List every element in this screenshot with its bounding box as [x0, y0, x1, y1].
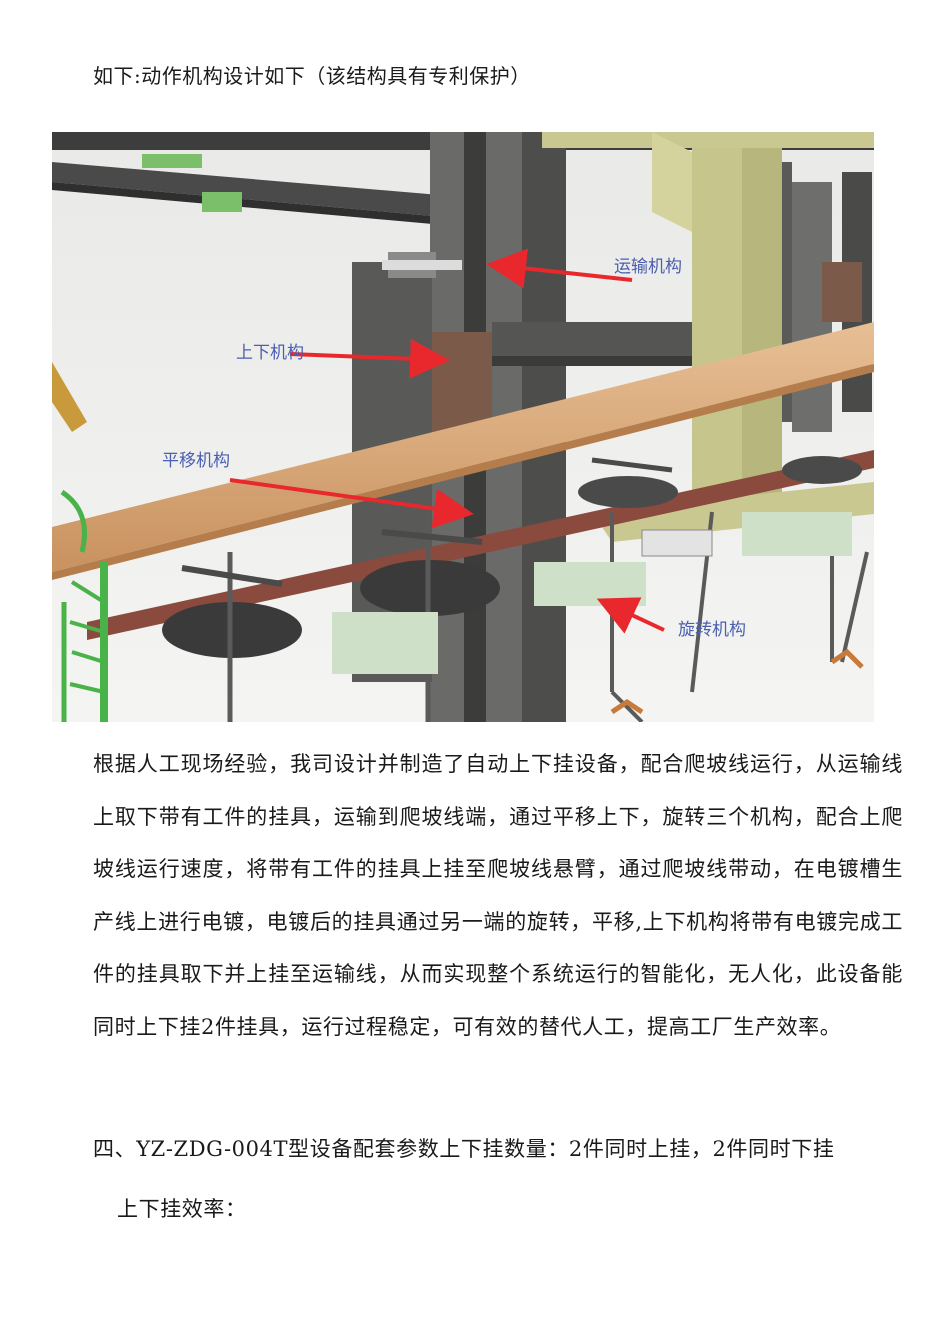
rotation-motor — [742, 512, 852, 556]
section-title: 四、YZ-ZDG-004T型设备配套参数上下挂数量：2件同时上挂，2件同时下挂 — [93, 1137, 835, 1161]
transport-rail — [52, 162, 522, 224]
rotation-motor — [332, 612, 438, 674]
intro-line: 如下:动作机构设计如下（该结构具有专利保护） — [93, 64, 531, 88]
mechanism-figure: 运输机构 上下机构 平移机构 旋转机构 — [52, 132, 874, 722]
callout-translate: 平移机构 — [162, 451, 230, 471]
mechanism-illustration: 运输机构 上下机构 平移机构 旋转机构 — [52, 132, 874, 722]
body-paragraph: 根据人工现场经验，我司设计并制造了自动上下挂设备，配合爬坡线运行，从运输线上取下… — [93, 752, 903, 1039]
sub-title: 上下挂效率： — [117, 1197, 247, 1221]
translate-arrow — [229, 478, 474, 529]
brown-rail — [87, 450, 874, 640]
wood-beam — [52, 322, 874, 572]
callout-lift: 上下机构 — [236, 343, 304, 363]
transport-arrow — [486, 248, 633, 289]
rotation-motor — [534, 562, 646, 606]
rotate-arrow — [596, 597, 665, 634]
lift-arrow — [289, 338, 450, 379]
callout-transport: 运输机构 — [614, 257, 682, 277]
callout-rotate: 旋转机构 — [678, 620, 746, 640]
yellow-frame — [542, 132, 874, 148]
